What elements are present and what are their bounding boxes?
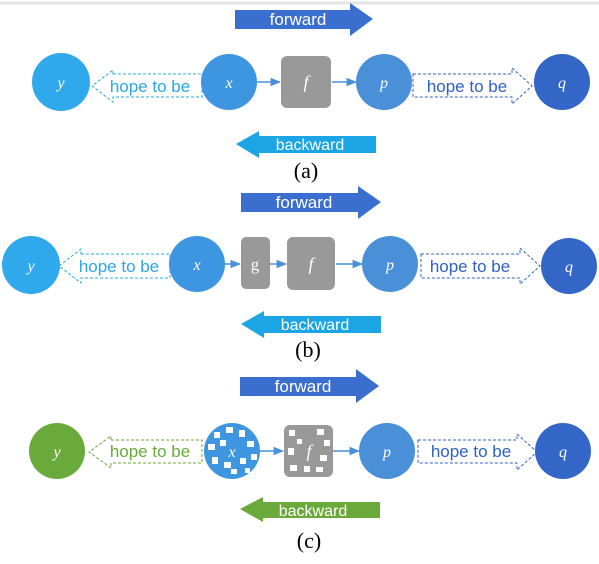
backward-arrow — [240, 497, 380, 522]
function-f-label: f — [306, 441, 314, 461]
hope-right-label: hope to be — [427, 77, 507, 96]
backward-label: backward — [279, 503, 347, 520]
node-y — [32, 53, 90, 111]
node-q — [535, 423, 591, 479]
hope-right-arrow — [420, 246, 541, 286]
node-q-label: q — [565, 259, 573, 276]
function-box-f — [287, 237, 335, 290]
panel-a: forward hope to be hope to be y x f p q … — [32, 3, 590, 183]
node-x — [169, 236, 225, 292]
node-y-label: y — [25, 258, 35, 275]
function-g-label: g — [251, 255, 260, 274]
backward-arrow — [241, 311, 381, 338]
node-x-label: x — [227, 444, 235, 461]
hope-right-label: hope to be — [431, 442, 511, 461]
forward-label: forward — [276, 193, 333, 212]
function-box-g — [241, 237, 270, 289]
hope-right-label: hope to be — [430, 257, 510, 276]
panel-b: forward hope to be hope to be y x g f p … — [2, 186, 597, 362]
panel-c: forward hope to be hope to be y — [29, 369, 591, 553]
node-p — [356, 54, 412, 110]
hope-left-label: hope to be — [110, 442, 190, 461]
node-y-label: y — [51, 444, 61, 461]
node-x-label: x — [224, 75, 232, 92]
node-p-label: p — [385, 257, 394, 274]
node-p — [359, 423, 415, 479]
backward-label: backward — [281, 317, 349, 334]
function-f-label: f — [308, 254, 316, 274]
hope-right-arrow — [417, 432, 538, 472]
backward-label: backward — [276, 137, 344, 154]
hope-left-arrow — [88, 435, 203, 469]
hope-left-label: hope to be — [79, 257, 159, 276]
caption-a: (a) — [294, 158, 318, 183]
caption-c: (c) — [297, 528, 321, 553]
backward-arrow — [236, 131, 376, 158]
forward-arrow — [241, 186, 381, 219]
forward-label: forward — [270, 10, 327, 29]
hope-right-arrow — [412, 66, 533, 106]
node-q-label: q — [559, 444, 567, 461]
function-box-f — [281, 56, 331, 108]
node-p-label: p — [379, 75, 388, 92]
node-p-label: p — [382, 444, 391, 461]
hope-left-label: hope to be — [110, 77, 190, 96]
forward-label: forward — [275, 377, 332, 396]
function-f-label: f — [303, 72, 311, 92]
forward-arrow — [235, 3, 373, 36]
node-x-label: x — [192, 257, 200, 274]
forward-arrow — [240, 369, 379, 403]
node-y-label: y — [55, 75, 65, 92]
caption-b: (b) — [295, 337, 321, 362]
node-y — [2, 236, 60, 294]
node-q-label: q — [558, 75, 566, 92]
node-p — [362, 236, 418, 292]
node-y — [29, 423, 85, 479]
function-box-f-perturbed: f — [284, 425, 333, 477]
node-q — [541, 238, 597, 294]
node-x — [201, 54, 257, 110]
node-x-perturbed: x — [204, 423, 260, 479]
node-q — [534, 54, 590, 110]
